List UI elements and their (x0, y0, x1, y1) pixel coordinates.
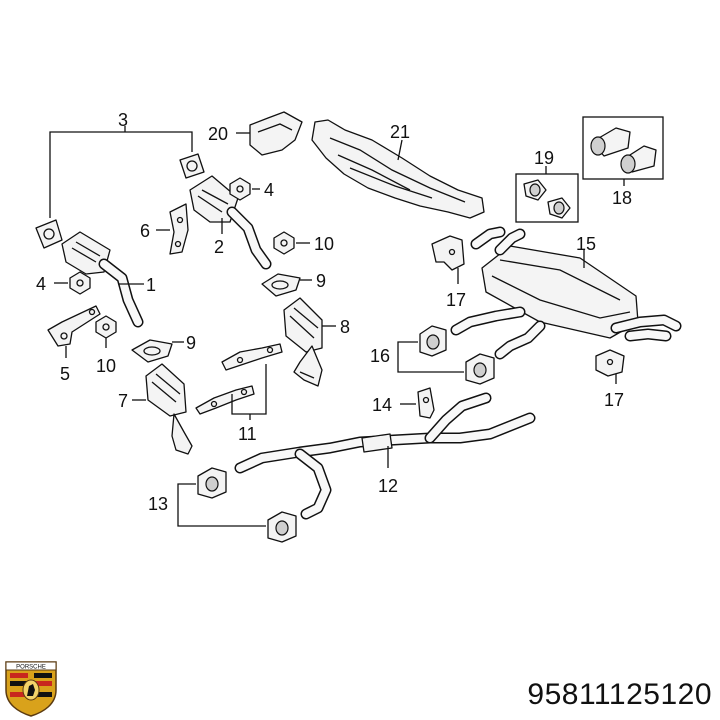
part-number: 95811125120 (527, 678, 712, 711)
hanger-13-lower (267, 511, 297, 543)
downpipe-1 (61, 231, 144, 328)
heat-shield-20 (249, 111, 303, 156)
callout-10-upper: 10 (314, 234, 334, 254)
callout-5: 5 (60, 364, 70, 384)
callout-14: 14 (372, 395, 392, 415)
clamp-19 (523, 179, 571, 219)
callout-9-upper: 9 (316, 271, 326, 291)
nut-10-upper (273, 231, 295, 255)
bracket-13 (177, 483, 266, 527)
gasket-9-lower (131, 339, 173, 363)
gasket-9-upper (261, 273, 301, 297)
callout-20: 20 (208, 124, 228, 144)
leader-21 (397, 139, 403, 161)
bracket-leader-11 (231, 364, 267, 415)
callout-11: 11 (238, 424, 257, 444)
converter-8 (283, 297, 323, 387)
callout-7: 7 (118, 391, 128, 411)
rear-muffler-15 (450, 226, 682, 360)
bracket-11-lower (195, 385, 255, 415)
box-18 (582, 116, 664, 180)
hanger-16-upper (419, 325, 447, 357)
logo-wordmark: PORSCHE (16, 665, 46, 671)
callout-6: 6 (140, 221, 150, 241)
bracket-11-upper (221, 343, 283, 371)
bracket-17-upper (431, 235, 465, 271)
callout-8: 8 (340, 317, 350, 337)
bracket-14 (417, 387, 435, 419)
nut-10-lower (95, 315, 117, 339)
callout-10-lower: 10 (96, 356, 116, 376)
bracket-16 (397, 341, 464, 373)
heat-shield-21 (311, 119, 485, 219)
bracket-5 (47, 305, 101, 347)
callout-2: 2 (214, 237, 224, 257)
gasket-3-left (35, 219, 63, 249)
callout-16: 16 (370, 346, 390, 366)
callout-15: 15 (576, 234, 596, 254)
callout-4-upper: 4 (264, 180, 274, 200)
callout-1: 1 (146, 275, 156, 295)
callout-9-lower: 9 (186, 333, 196, 353)
gasket-3-right (179, 153, 205, 179)
hanger-13-upper (197, 467, 227, 499)
callout-21: 21 (390, 122, 410, 142)
bracket-3 (49, 131, 193, 218)
tailpipe-tips-18 (590, 127, 657, 174)
callout-19: 19 (534, 148, 554, 168)
center-pipe-12 (234, 392, 536, 520)
bracket-6 (169, 203, 189, 255)
callout-13: 13 (148, 494, 168, 514)
converter-7 (145, 363, 193, 455)
bracket-17-lower (595, 349, 625, 377)
nut-4-lower (69, 271, 91, 295)
porsche-crest-logo: PORSCHE (5, 661, 57, 717)
hanger-16-lower (465, 353, 495, 385)
downpipe-2 (189, 175, 272, 270)
box-19 (515, 173, 579, 223)
callout-17-lower: 17 (604, 390, 624, 410)
callout-18: 18 (612, 188, 632, 208)
callout-4-lower: 4 (36, 274, 46, 294)
nut-4-upper (229, 177, 251, 201)
callout-17-upper: 17 (446, 290, 466, 310)
callout-12: 12 (378, 476, 398, 496)
callout-3: 3 (118, 110, 128, 130)
